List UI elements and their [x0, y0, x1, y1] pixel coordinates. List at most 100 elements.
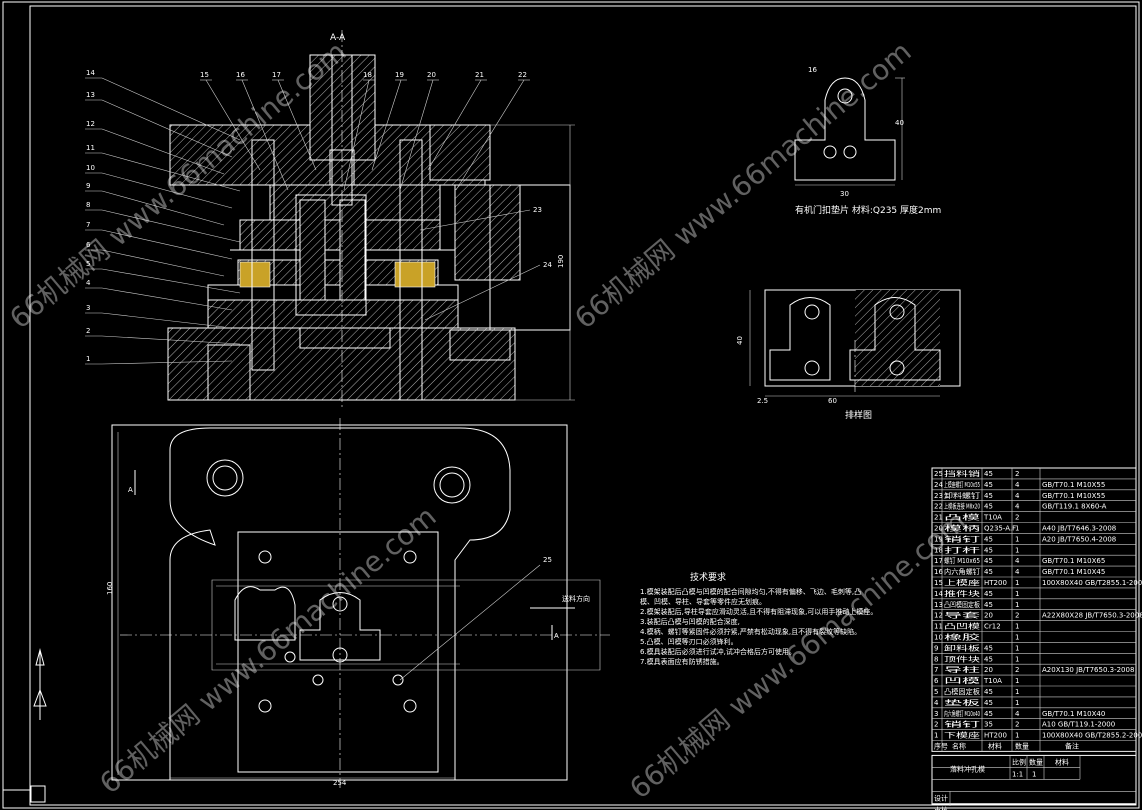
bom-material: 45: [984, 699, 993, 707]
tech-note-line: 3.装配后凸模与凹模的配合深度,: [640, 617, 740, 626]
bom-header-material: 材料: [988, 742, 1002, 751]
leader-line: [101, 99, 233, 158]
feed-direction-label: 送料方向: [562, 594, 590, 603]
leader-line: [455, 79, 525, 191]
bom-material: 45: [984, 688, 993, 696]
bom-no: 16: [934, 568, 943, 576]
bom-material: Q235-A.F: [984, 525, 1016, 533]
bom-std: 100X80X40 GB/T2855.1-2008: [1042, 579, 1142, 587]
bom-qty: 1: [1015, 688, 1019, 696]
bom-material: Cr12: [984, 623, 1001, 631]
leader-21: 21: [475, 71, 484, 79]
section-view: A-A: [167, 30, 575, 410]
bom-material: 35: [984, 721, 993, 729]
bom-qty: 1: [1015, 535, 1019, 543]
bom-material: 20: [984, 666, 993, 674]
bom-no: 10: [934, 634, 943, 642]
leader-25: 25: [543, 556, 552, 564]
leader-13: 13: [86, 91, 95, 99]
bom-name: 橡胶: [944, 633, 980, 642]
leader-9: 9: [86, 182, 90, 190]
leader-5: 5: [86, 260, 90, 268]
bom-material: HT200: [984, 732, 1007, 740]
bom-no: 18: [934, 546, 943, 554]
leader-line: [101, 77, 241, 141]
bom-no: 7: [934, 666, 938, 674]
leader-11: 11: [86, 144, 95, 152]
bom-std: A20X130 JB/T7650.3-2008: [1042, 666, 1134, 674]
leader-7: 7: [86, 221, 90, 229]
leader-line: [427, 79, 482, 171]
bom-name: 内六角螺钉: [944, 567, 980, 576]
bom-material: 45: [984, 546, 993, 554]
bom-name: 顶件块: [944, 654, 980, 663]
leader-line: [101, 287, 233, 311]
tech-note-line: 1.模架装配后凸模与凹模的配合间隙均匀,不得有偏移、飞边、毛刺等,凸: [640, 587, 861, 596]
leader-2: 2: [86, 327, 90, 335]
bom-std: GB/T70.1 M10X65: [1042, 557, 1105, 565]
part-small-dim: 16: [808, 66, 817, 74]
bom-name: 挡料销: [944, 469, 980, 478]
bom-name: 垫板: [944, 698, 980, 707]
bom-material: 45: [984, 655, 993, 663]
leader-15: 15: [200, 71, 209, 79]
leader-line: [101, 268, 241, 294]
bom-no: 12: [934, 612, 943, 620]
bom-header-name: 名称: [952, 742, 966, 751]
tech-notes-title: 技术要求: [690, 571, 726, 583]
bom-no: 8: [934, 655, 938, 663]
bom-name: 销钉: [944, 534, 980, 543]
bom-no: 14: [934, 590, 943, 598]
leader-3: 3: [86, 304, 90, 312]
bom-no: 21: [934, 514, 943, 522]
plan-height-dim: 160: [106, 582, 114, 595]
layout-caption: 排样图: [845, 409, 872, 421]
bom-no: 23: [934, 492, 943, 500]
bom-material: 45: [984, 492, 993, 500]
bom-std: A22X80X28 JB/T7650.3-2008: [1042, 612, 1142, 620]
part-h-dim: 40: [895, 119, 904, 127]
bom-std: GB/T119.1 8X60-A: [1042, 503, 1107, 511]
leader-line: [101, 152, 241, 192]
leader-20: 20: [427, 71, 436, 79]
tech-note-line: 7.模具表面应有防锈措施。: [640, 657, 724, 666]
bom-name: 内六角螺钉 M10x40: [944, 709, 980, 718]
bom-std: GB/T70.1 M10X45: [1042, 568, 1105, 576]
bom-qty: 1: [1015, 590, 1019, 598]
leader-line: [101, 172, 233, 209]
leader-14: 14: [86, 69, 95, 77]
section-mark-bottom: A: [554, 632, 559, 640]
bom-header-no: 序号: [934, 742, 948, 751]
bom-name: 打杆: [944, 545, 980, 554]
bom-no: 15: [934, 579, 943, 587]
title-qty-label: 数量: [1029, 757, 1043, 766]
leader-line: [241, 79, 289, 191]
bom-header-qty: 数量: [1015, 742, 1029, 751]
leader-line: [101, 312, 225, 328]
bom-no: 22: [934, 503, 943, 511]
bom-name: 导柱: [944, 665, 980, 674]
bom-no: 25: [934, 470, 943, 478]
part-caption: 有机门扣垫片 材料:Q235 厚度2mm: [795, 204, 941, 216]
bom-no: 1: [934, 732, 938, 740]
title-qty-value: 1: [1032, 770, 1036, 778]
bom-name: 上模座螺钉 M10x55: [944, 480, 980, 489]
title-scale-label: 比例: [1012, 757, 1026, 766]
bom-std: GB/T70.1 M10X40: [1042, 710, 1105, 718]
bom-qty: 1: [1015, 546, 1019, 554]
leader-line: [101, 209, 241, 243]
bom-no: 11: [934, 623, 943, 631]
